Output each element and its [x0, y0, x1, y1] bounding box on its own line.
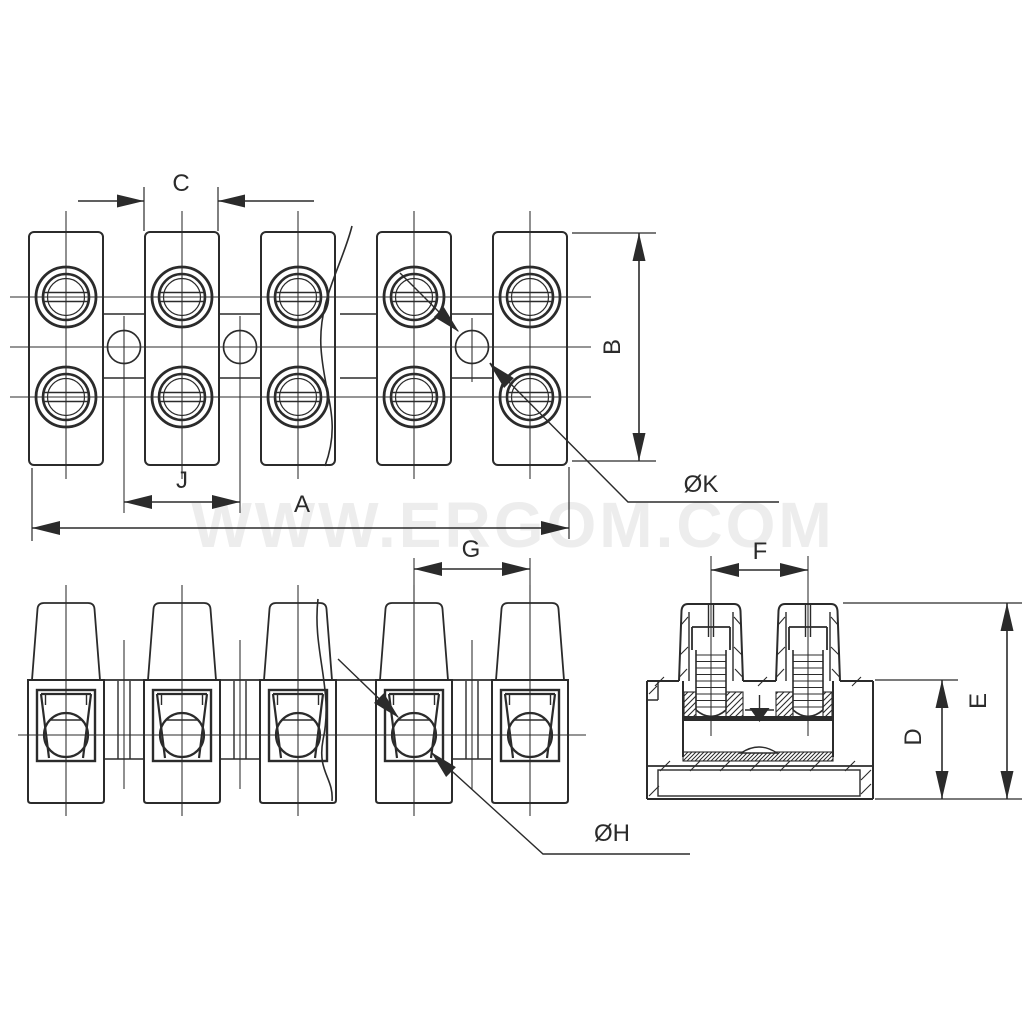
top-view-break-line	[319, 225, 353, 467]
mounting-holes	[106, 316, 490, 513]
leader-diameter-k: ØK	[399, 272, 779, 503]
dimension-g: G	[413, 536, 531, 603]
section-center-pin	[745, 695, 774, 722]
section-base-face	[657, 769, 861, 797]
dimension-a: A	[31, 467, 570, 541]
dimension-j: J	[124, 467, 240, 509]
front-view	[18, 583, 586, 818]
dim-label-diameter-h: ØH	[594, 820, 630, 847]
section-body-outline	[646, 680, 874, 800]
section-left-step	[647, 681, 659, 701]
dim-label-d: D	[900, 728, 927, 745]
section-view	[646, 555, 874, 800]
dim-label-j: J	[176, 467, 188, 494]
section-rail-bump	[738, 746, 780, 754]
dimension-e: E	[843, 602, 1022, 800]
front-view-gap-centerlines	[123, 640, 473, 789]
dim-label-e: E	[965, 693, 992, 709]
section-edge-ticks	[648, 676, 872, 797]
front-view-web-edges	[117, 681, 479, 759]
dim-label-f: F	[753, 538, 768, 565]
watermark-text: WWW.ERGOM.COM	[191, 489, 834, 561]
dim-label-g: G	[462, 536, 481, 563]
dim-label-c: C	[172, 170, 189, 197]
dim-label-a: A	[294, 491, 310, 518]
dimension-d: D	[875, 679, 958, 799]
dimension-f: F	[711, 538, 808, 577]
dim-label-diameter-k: ØK	[684, 471, 719, 498]
dimension-c: C	[78, 170, 314, 231]
dimension-b: B	[572, 232, 656, 462]
front-view-break-line	[316, 598, 333, 802]
section-hatching	[683, 691, 833, 718]
leader-diameter-h: ØH	[337, 658, 690, 855]
top-view	[10, 209, 591, 513]
dim-label-b: B	[599, 339, 626, 355]
